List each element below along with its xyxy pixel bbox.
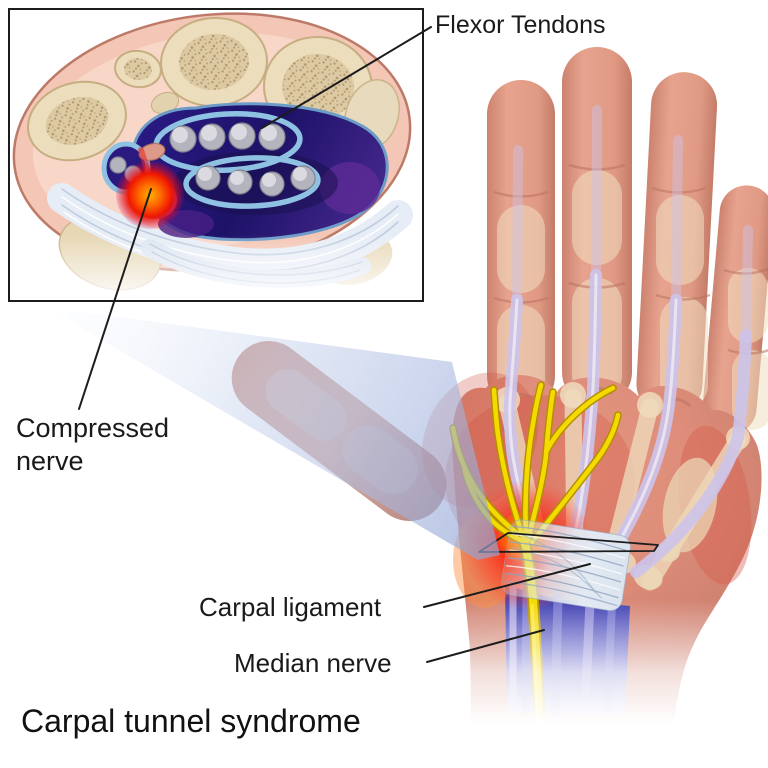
carpal-ligament-leader-line [423,563,591,608]
leader-lines [78,26,591,663]
flexor-tendons-label: Flexor Tendons [435,11,606,39]
carpal-ligament-band [501,519,631,612]
compressed-nerve-leader-line [78,188,152,410]
compressed-nerve-label: Compressed nerve [16,413,170,476]
flexor-tendons-leader-line [261,26,432,129]
carpal-ligament-label: Carpal ligament [199,592,382,622]
figure-title: Carpal tunnel syndrome [21,703,361,739]
inset-frame [8,8,424,302]
median-nerve-leader-line [426,629,545,663]
inset-flexor-tendons [101,102,389,242]
inset-cross-section [10,10,423,301]
projection-cone [45,307,500,560]
median-nerve-label: Median nerve [234,648,392,678]
bottom-fade [432,600,768,768]
